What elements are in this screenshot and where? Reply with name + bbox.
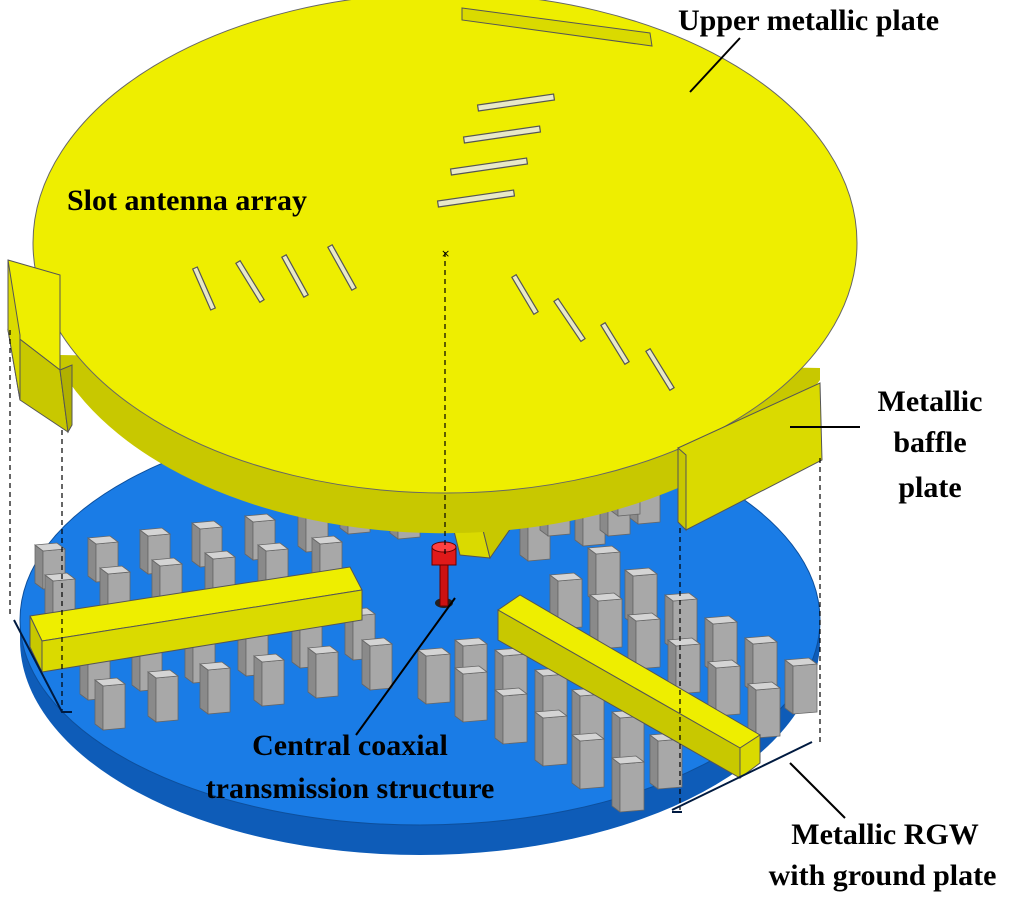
rgw-pin (783, 657, 819, 715)
label-rgw-line1: Metallic RGW (791, 818, 979, 851)
center-mark: × (441, 247, 450, 260)
rgw-pin (146, 669, 180, 723)
rgw-pin (198, 661, 232, 715)
rgw-pin (306, 645, 340, 699)
rgw-pin (570, 732, 606, 790)
rgw-pin (416, 647, 452, 705)
rgw-pin (43, 572, 77, 620)
rgw-pin (533, 709, 569, 767)
rgw-pin (252, 653, 286, 707)
rgw-pin (626, 612, 662, 670)
label-coax-line1: Central coaxial (252, 729, 448, 762)
top-baffle (461, 7, 653, 47)
rgw-pin (623, 567, 659, 625)
ridge-left (29, 566, 363, 673)
rgw-pin (453, 665, 489, 723)
slot (476, 93, 556, 112)
slot (462, 125, 542, 144)
slot (645, 347, 675, 392)
baffle-right (677, 382, 823, 532)
slot (600, 321, 630, 366)
upper-plate (32, 0, 858, 534)
baffle-left (7, 259, 73, 434)
slot (191, 266, 217, 311)
projection-lines (9, 252, 821, 810)
rgw-pin (663, 592, 699, 650)
slot (436, 189, 516, 208)
slot (235, 259, 265, 304)
slot (280, 253, 310, 299)
rgw-pin (743, 635, 779, 693)
rgw-pin (93, 677, 127, 731)
slot-antenna-array (191, 93, 675, 392)
label-baffle-line3: plate (898, 471, 962, 504)
rgw-pin (493, 687, 529, 745)
rgw-pin (666, 637, 702, 695)
slot (511, 273, 539, 316)
rgw-pin (610, 755, 646, 813)
label-baffle-line2: baffle (893, 426, 967, 459)
label-slot-array: Slot antenna array (67, 184, 307, 217)
slot (553, 297, 586, 343)
slot (327, 243, 357, 292)
rgw-pin (746, 681, 782, 739)
ground-edges (13, 619, 813, 813)
label-rgw-line2: with ground plate (768, 859, 997, 892)
rgw-pin (703, 615, 739, 673)
slot (449, 157, 529, 176)
rgw-pin (360, 637, 394, 691)
label-upper-plate: Upper metallic plate (678, 4, 940, 37)
rgw-pins (33, 467, 819, 813)
label-coax-line2: transmission structure (205, 772, 495, 805)
label-baffle-line1: Metallic (877, 385, 983, 418)
leader-lines (355, 37, 860, 819)
